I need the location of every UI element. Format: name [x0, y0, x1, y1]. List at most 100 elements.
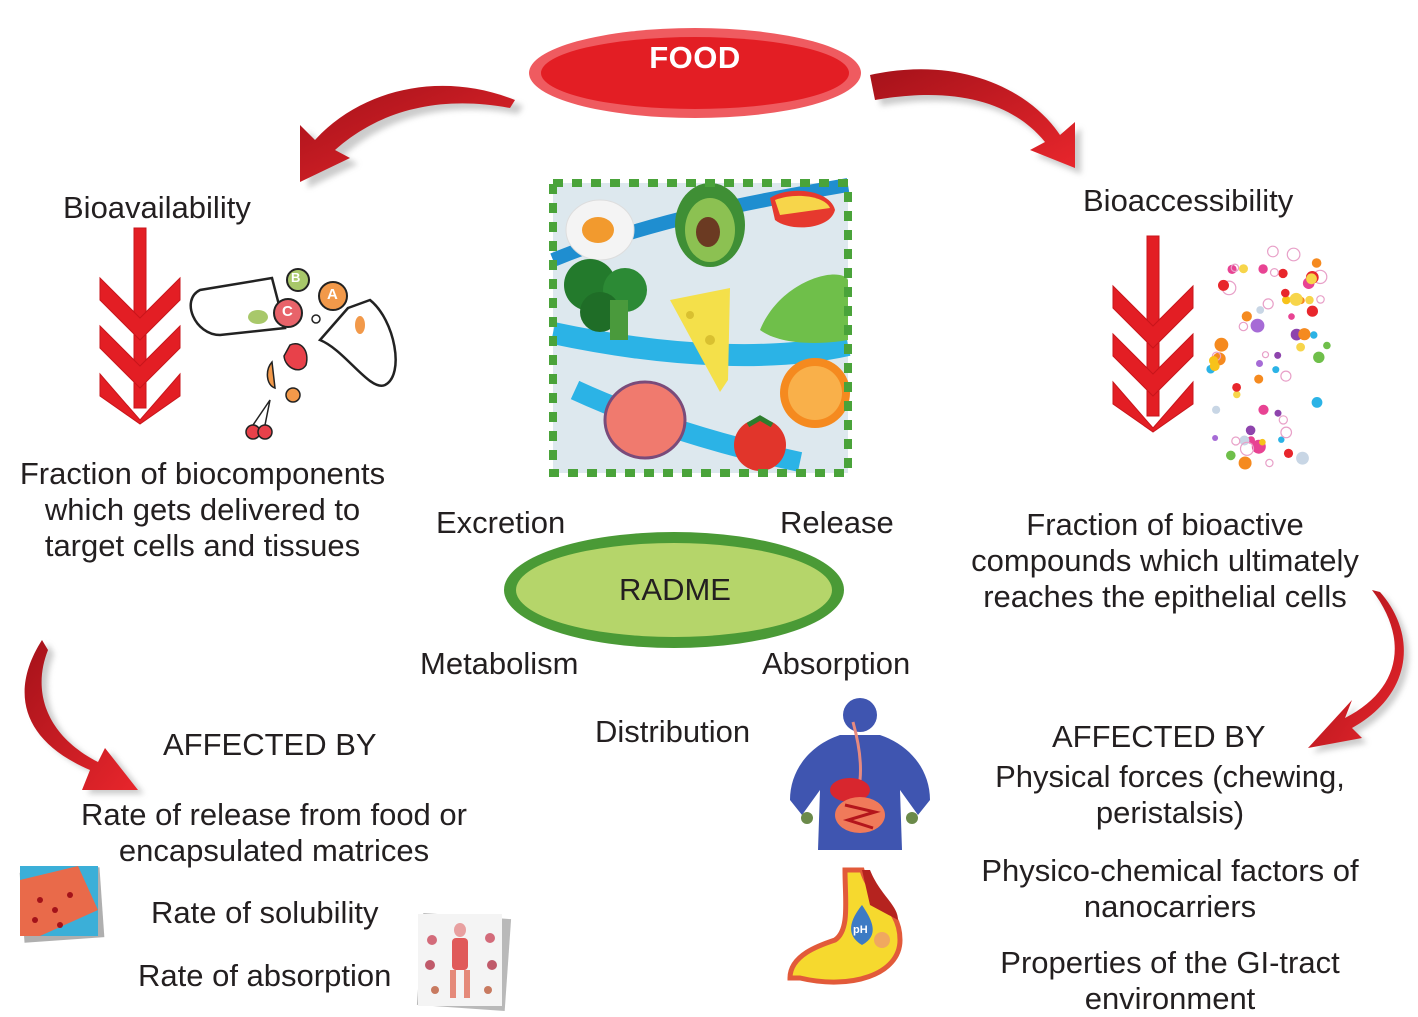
fruit-dot: [1238, 456, 1252, 470]
fruit-dot: [1212, 405, 1221, 414]
fruit-dot: [1259, 438, 1266, 446]
stomach-ph-label: pH: [853, 924, 868, 936]
fruit-dot: [1288, 313, 1295, 320]
bioaccessibility-definition: Fraction of bioactive compounds which ul…: [950, 507, 1380, 615]
blood-vessel-card: [19, 866, 105, 943]
arrow-bioaccessibility-to-affected: [1308, 590, 1409, 753]
fruit-dot: [1305, 295, 1314, 305]
triple-down-arrow-left: [99, 227, 181, 425]
fruit-dot: [1274, 351, 1282, 359]
fruit-dot: [1209, 361, 1220, 372]
fruit-dot: [1323, 341, 1331, 350]
fruit-dot: [1218, 279, 1229, 291]
fruit-dot: [1281, 288, 1290, 298]
fruit-dot: [1256, 360, 1263, 367]
fruit-dot: [1256, 306, 1265, 314]
definition-line: Fraction of bioactive: [1026, 507, 1304, 542]
fruit-dot: [1286, 247, 1301, 262]
stage-absorption: Absorption: [762, 646, 911, 681]
fruit-dot: [1278, 415, 1289, 425]
fruit-dot: [1258, 264, 1268, 274]
fruit-dot: [1316, 295, 1325, 304]
right-affected-by-heading: AFFECTED BY: [1052, 719, 1266, 754]
right-factor-physical-forces: Physical forces (chewing, peristalsis): [960, 759, 1380, 831]
fruit-scatter-illustration: [1206, 245, 1331, 470]
factor-line: peristalsis): [1095, 795, 1245, 830]
food-collage-image: [549, 178, 852, 477]
arrow-food-to-bioavailability: [300, 85, 523, 188]
definition-line: target cells and tissues: [44, 528, 361, 563]
fruit-dot: [1262, 298, 1274, 310]
factor-line: nanocarriers: [1083, 889, 1257, 924]
definition-line: which gets delivered to: [44, 492, 361, 527]
capsule-vitamins-illustration: [189, 268, 397, 440]
fruit-dot: [1296, 342, 1305, 352]
fruit-dot: [1212, 435, 1219, 441]
factor-line: environment: [1084, 981, 1256, 1016]
digestive-system-illustration: [790, 698, 930, 850]
fruit-dot: [1310, 331, 1318, 339]
fruit-dot: [1266, 245, 1279, 258]
fruit-dot: [1280, 426, 1293, 439]
organs-body-card: [416, 913, 512, 1011]
fruit-dot: [1313, 351, 1325, 363]
factor-line: Physico-chemical factors of: [981, 853, 1359, 888]
fruit-dot: [1239, 441, 1255, 456]
fruit-dot: [1278, 268, 1288, 279]
arrow-bioavailability-to-affected: [24, 640, 145, 794]
fruit-dot: [1282, 295, 1291, 305]
fruit-dot: [1289, 292, 1303, 306]
fruit-dot: [1306, 273, 1317, 285]
fruit-dot: [1230, 263, 1240, 273]
fruit-dot: [1261, 351, 1270, 359]
cherry-icon: [245, 399, 273, 440]
fruit-dot: [1298, 328, 1311, 341]
fruit-dot: [1296, 451, 1309, 465]
fruit-dot: [1278, 436, 1285, 443]
arrow-food-to-bioaccessibility: [870, 69, 1081, 174]
fruit-dot: [1232, 383, 1241, 392]
right-factor-physicochemical: Physico-chemical factors of nanocarriers: [960, 853, 1380, 925]
vitamin-c-label: C: [282, 303, 293, 320]
left-factor-release: Rate of release from food or encapsulate…: [60, 797, 488, 869]
stage-metabolism: Metabolism: [420, 646, 579, 681]
fruit-dot: [1250, 318, 1265, 333]
stomach-ph-illustration: [787, 867, 903, 985]
fruit-dot: [1306, 305, 1318, 317]
definition-line: compounds which ultimately: [971, 543, 1359, 578]
fruit-dot: [1239, 435, 1250, 446]
fruit-dot: [1311, 397, 1323, 408]
fruit-dot: [1238, 321, 1249, 332]
fruit-dot: [1269, 268, 1279, 278]
factor-line: encapsulated matrices: [118, 833, 430, 868]
fruit-dot: [1239, 264, 1248, 274]
fruit-dot: [1254, 374, 1264, 384]
food-label: FOOD: [649, 40, 741, 75]
factor-line: Properties of the GI-tract: [1000, 945, 1340, 980]
bioavailability-definition: Fraction of biocomponents which gets del…: [0, 456, 405, 564]
radme-ellipse: [504, 532, 844, 648]
fruit-dot: [1245, 425, 1256, 436]
definition-line: reaches the epithelial cells: [983, 579, 1347, 614]
triple-down-arrow-right: [1112, 235, 1194, 433]
stage-release: Release: [780, 505, 894, 540]
fruit-dot: [1241, 311, 1252, 322]
fruit-dot: [1265, 458, 1274, 468]
stage-distribution: Distribution: [595, 714, 751, 749]
food-ellipse: [529, 28, 861, 118]
fruit-dot: [1280, 370, 1292, 382]
stage-excretion: Excretion: [436, 505, 566, 540]
vitamin-b-label: B: [291, 270, 301, 285]
factor-line: Physical forces (chewing,: [995, 759, 1345, 794]
fruit-dot: [1233, 390, 1241, 399]
fruit-dot: [1231, 436, 1241, 446]
vitamin-a-icon: [318, 281, 348, 311]
strawberry-icon: [283, 343, 308, 371]
vitamin-b-icon: [286, 268, 310, 292]
fruit-dot: [1226, 450, 1236, 461]
vitamin-c-icon: [273, 298, 303, 328]
radme-label: RADME: [619, 572, 731, 607]
fruit-dot: [1258, 404, 1269, 415]
fruit-dot: [1214, 337, 1229, 352]
fruit-dot: [1274, 409, 1282, 417]
